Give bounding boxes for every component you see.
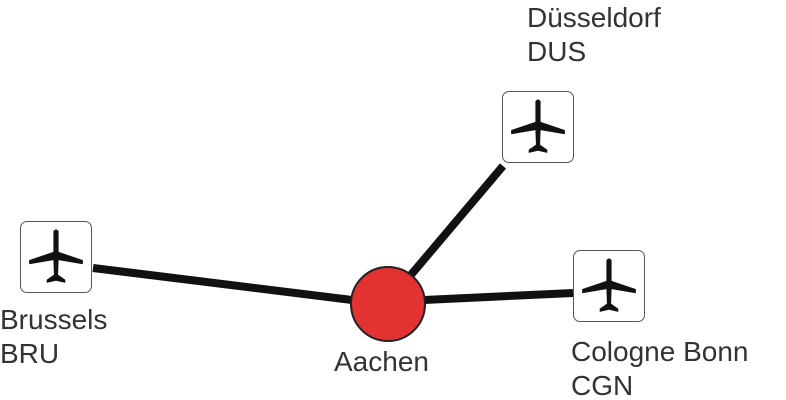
airport-label-bru: Brussels BRU: [0, 303, 107, 371]
airport-label-dus: Düsseldorf DUS: [527, 1, 661, 69]
airport-label-cgn: Cologne Bonn CGN: [571, 335, 748, 400]
hub-label: Aachen: [334, 346, 429, 377]
airport-box-bru: [20, 221, 92, 293]
connection-line-bru: [92, 264, 353, 304]
airplane-icon: [582, 258, 636, 312]
airport-city-bru: Brussels: [0, 304, 108, 335]
airplane-icon: [511, 99, 565, 153]
airport-code-cgn: CGN: [571, 370, 634, 400]
airport-box-cgn: [573, 250, 645, 322]
hub-node: [350, 266, 426, 342]
connection-line-dus: [406, 163, 507, 279]
airport-city-dus: Düsseldorf: [527, 2, 661, 33]
airport-code-dus: DUS: [527, 36, 587, 67]
connection-line-cgn: [423, 289, 574, 304]
airport-box-dus: [502, 91, 574, 163]
airport-code-bru: BRU: [0, 338, 60, 369]
airplane-icon: [29, 229, 83, 283]
airport-city-cgn: Cologne Bonn: [571, 336, 749, 367]
